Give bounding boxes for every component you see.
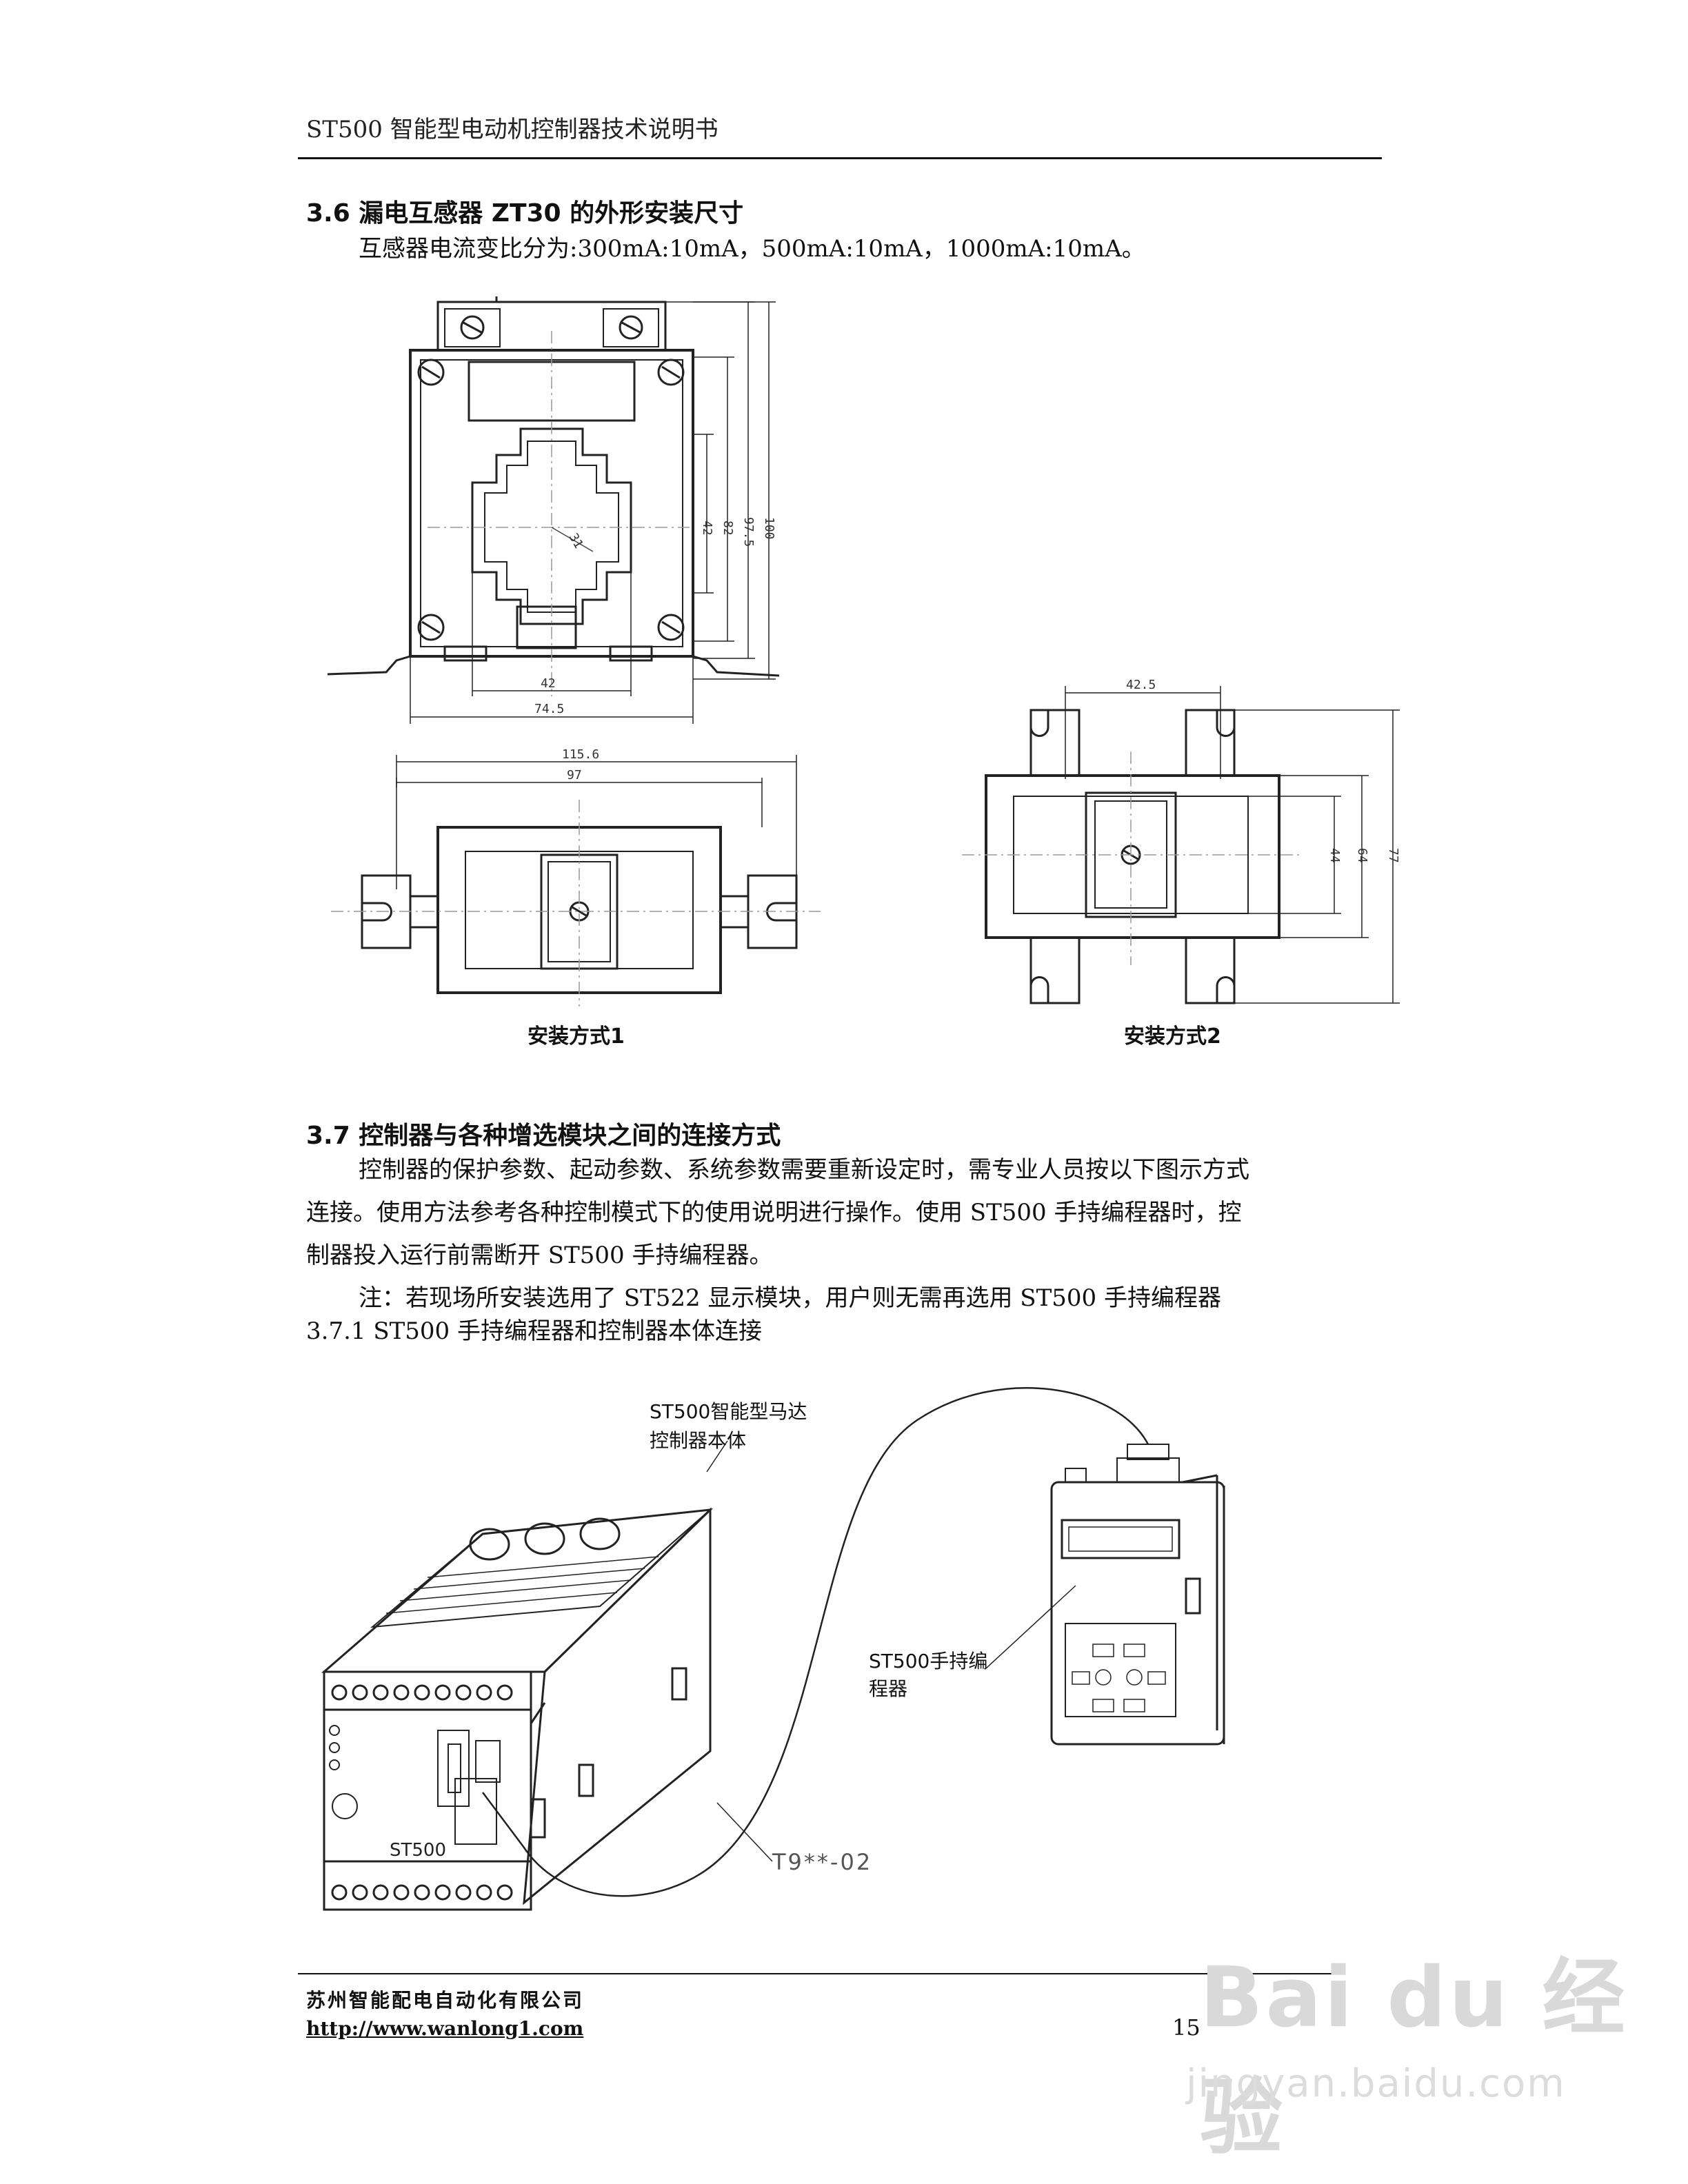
cable-label: T9**-02 (772, 1849, 872, 1875)
footer-rule (298, 1973, 1342, 1974)
dim-front-h97-5: 97.5 (741, 517, 756, 547)
connection-cable (482, 1387, 1149, 1897)
dim-front-radius: 31 (566, 531, 586, 551)
controller-label-line-1: ST500智能型马达 (650, 1400, 807, 1423)
section-3-7-line-2: 连接。使用方法参考各种控制模式下的使用说明进行操作。使用 ST500 手持编程器… (306, 1199, 1242, 1226)
mount-2-label: 安装方式2 (1124, 1024, 1221, 1049)
controller-model-label: ST500 (390, 1840, 446, 1861)
watermark-site: jingyan.baidu.com (1186, 2061, 1566, 2106)
dim-front-h82: 82 (721, 520, 735, 536)
dim-mount1-97: 97 (567, 768, 582, 782)
section-3-7-1-heading: 3.7.1 ST500 手持编程器和控制器本体连接 (306, 1317, 762, 1345)
footer-company: 苏州智能配电自动化有限公司 (306, 1989, 585, 2012)
mount-2-drawing (962, 686, 1400, 1004)
front-view-drawing (327, 296, 780, 724)
dim-mount2-64: 64 (1355, 848, 1369, 863)
document-header: ST500 智能型电动机控制器技术说明书 (306, 116, 719, 143)
dim-mount1-115-6: 115.6 (562, 747, 599, 762)
section-3-6-text: 互感器电流变比分为:300mA:10mA，500mA:10mA，1000mA:1… (359, 235, 1145, 263)
section-3-7-line-3: 制器投入运行前需断开 ST500 手持编程器。 (306, 1242, 773, 1269)
dim-mount2-44: 44 (1327, 848, 1342, 863)
controller-drawing (321, 1507, 714, 1911)
dim-front-h100: 100 (762, 517, 776, 540)
section-3-7-heading: 3.7 控制器与各种增选模块之间的连接方式 (306, 1122, 781, 1150)
dim-mount2-77: 77 (1386, 848, 1400, 863)
handheld-programmer-drawing (1050, 1444, 1225, 1746)
section-3-7-line-1: 控制器的保护参数、起动参数、系统参数需要重新设定时，需专业人员按以下图示方式 (359, 1156, 1249, 1184)
controller-label-line-2: 控制器本体 (650, 1429, 747, 1452)
watermark-brand: Bai du 经验 (1200, 1950, 1628, 2166)
mount-1-label: 安装方式1 (528, 1024, 625, 1049)
footer-url[interactable]: http://www.wanlong1.com (306, 2017, 584, 2040)
dim-front-h42: 42 (700, 520, 714, 536)
programmer-label-line-1: ST500手持编 (869, 1650, 988, 1672)
header-rule (298, 157, 1382, 159)
section-3-7-note: 注：若现场所安装选用了 ST522 显示模块，用户则无需再选用 ST500 手持… (359, 1284, 1221, 1312)
section-3-6-heading: 3.6 漏电互感器 ZT30 的外形安装尺寸 (306, 199, 744, 228)
page-number: 15 (1172, 2014, 1200, 2041)
dim-front-74-5: 74.5 (534, 702, 564, 716)
dim-front-42: 42 (541, 676, 556, 691)
dim-mount2-42-5: 42.5 (1126, 678, 1156, 692)
programmer-label-line-2: 程器 (869, 1677, 908, 1700)
mount-1-drawing (331, 755, 821, 1007)
